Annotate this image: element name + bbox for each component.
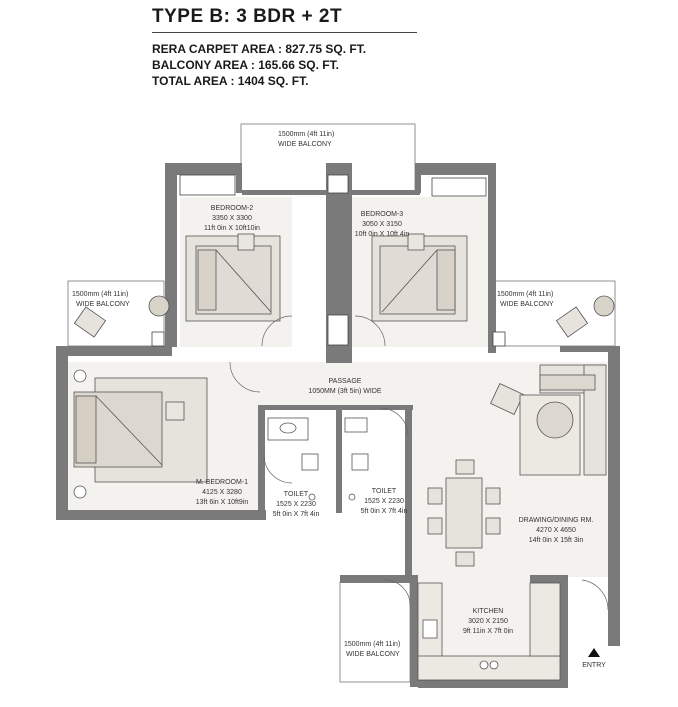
toilet2-dims-ft: 5ft 0in X 7ft 4in bbox=[361, 508, 408, 515]
kitchen-dims-ft: 9ft 11in X 7ft 0in bbox=[463, 628, 513, 635]
toilet2-name: TOILET bbox=[372, 488, 397, 495]
door-swings bbox=[229, 315, 609, 611]
bedroom2-name: BEDROOM-2 bbox=[211, 205, 254, 212]
master-bedroom-dims-mm: 4125 X 3280 bbox=[202, 489, 242, 496]
columns bbox=[151, 174, 506, 347]
bedroom3-name: BEDROOM-3 bbox=[361, 211, 404, 218]
kitchen-dims-mm: 3020 X 2150 bbox=[468, 618, 508, 625]
entry-label: ENTRY bbox=[582, 662, 606, 669]
bedroom2-dims-mm: 3350 X 3300 bbox=[212, 215, 252, 222]
area-summary: RERA CARPET AREA : 827.75 SQ. FT. BALCON… bbox=[152, 41, 417, 89]
entry-arrow-icon bbox=[588, 648, 600, 657]
toilet1-name: TOILET bbox=[284, 491, 309, 498]
bed-master bbox=[73, 369, 208, 499]
kitchen-balcony-sub: WIDE BALCONY bbox=[346, 651, 400, 658]
master-bedroom-name: M. BEDROOM-1 bbox=[196, 479, 248, 486]
room-labels: 1500mm (4ft 11in) WIDE BALCONY BEDROOM-2… bbox=[72, 131, 606, 669]
passage-dims: 1050MM (3ft 5in) WIDE bbox=[308, 388, 381, 395]
right-balcony-label: 1500mm (4ft 11in) bbox=[497, 291, 553, 298]
kitchen-counter bbox=[417, 582, 561, 681]
toilet1-dims-mm: 1525 X 2230 bbox=[276, 501, 316, 508]
bedroom2-dims-ft: 11ft 0in X 10ft10in bbox=[204, 225, 260, 232]
passage-name: PASSAGE bbox=[329, 378, 362, 385]
toilet2-dims-mm: 1525 X 2230 bbox=[364, 498, 404, 505]
plan-header: TYPE B: 3 BDR + 2T RERA CARPET AREA : 82… bbox=[152, 6, 417, 89]
drawing-room-name: DRAWING/DINING RM. bbox=[519, 517, 594, 524]
balcony-area-text: BALCONY AREA : 165.66 SQ. FT. bbox=[152, 58, 339, 72]
drawing-room-dims-mm: 4270 X 4650 bbox=[536, 527, 576, 534]
master-bedroom-dims-ft: 13ft 6in X 10ft9in bbox=[196, 499, 249, 506]
toilet-fixtures bbox=[267, 417, 369, 501]
bed-bedroom3 bbox=[371, 233, 468, 322]
right-balcony-sub: WIDE BALCONY bbox=[500, 301, 554, 308]
drawing-room-dims-ft: 14ft 0in X 15ft 3in bbox=[529, 537, 584, 544]
top-balcony-label: 1500mm (4ft 11in) bbox=[278, 131, 334, 138]
kitchen-name: KITCHEN bbox=[473, 608, 504, 615]
sofa bbox=[490, 364, 607, 476]
bed-bedroom2 bbox=[185, 233, 281, 322]
left-balcony-sub: WIDE BALCONY bbox=[76, 301, 130, 308]
kitchen-balcony-label: 1500mm (4ft 11in) bbox=[344, 641, 400, 648]
toilet1-dims-ft: 5ft 0in X 7ft 4in bbox=[273, 511, 320, 518]
total-area-text: TOTAL AREA : 1404 SQ. FT. bbox=[152, 74, 309, 88]
unit-type-title: TYPE B: 3 BDR + 2T bbox=[152, 6, 417, 33]
balcony-furniture bbox=[73, 295, 615, 338]
carpet-area-text: RERA CARPET AREA : 827.75 SQ. FT. bbox=[152, 42, 367, 56]
walls bbox=[56, 163, 620, 688]
top-balcony-sub: WIDE BALCONY bbox=[278, 141, 332, 148]
left-balcony-label: 1500mm (4ft 11in) bbox=[72, 291, 128, 298]
bedroom3-dims-mm: 3050 X 3150 bbox=[362, 221, 402, 228]
dining-table bbox=[427, 459, 501, 567]
bedroom3-dims-ft: 10ft 0in X 10ft 4in bbox=[355, 231, 410, 238]
